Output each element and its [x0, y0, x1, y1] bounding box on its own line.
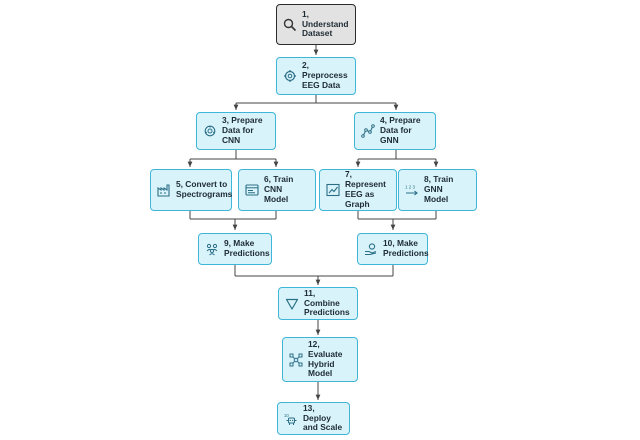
edge-group [187, 45, 439, 400]
node-preprocess-eeg[interactable]: 2, Preprocess EEG Data [276, 57, 356, 95]
gear-icon [283, 69, 297, 83]
node-train-cnn[interactable]: 6, Train CNN Model [238, 169, 316, 211]
edge-2-split [236, 95, 396, 104]
hand-coin-icon [364, 242, 378, 256]
node-prepare-gnn[interactable]: 4, Prepare Data for GNN [354, 112, 436, 150]
network-icon [289, 353, 303, 367]
robot-icon: 10 [284, 412, 298, 426]
node-label: 1, Understand Dataset [302, 8, 349, 39]
node-train-gnn[interactable]: 1 2 3 8, Train GNN Model [398, 169, 477, 211]
node-label: 10, Make Predictions [383, 238, 429, 258]
magnifier-icon [283, 18, 297, 32]
svg-text:10: 10 [284, 413, 289, 418]
node-label: 9, Make Predictions [224, 238, 270, 258]
edge-4-split [358, 150, 436, 160]
node-label: 5, Convert to Spectrograms [176, 179, 233, 199]
node-represent-eeg-graph[interactable]: 7, Represent EEG as Graph [319, 169, 397, 211]
people-network-icon [205, 242, 219, 256]
node-prepare-cnn[interactable]: 3, Prepare Data for CNN [196, 112, 276, 150]
edge-3-split [190, 150, 276, 160]
node-label: 11, Combine Predictions [304, 287, 350, 318]
edge-7-8-join [357, 211, 437, 220]
line-chart-icon [326, 183, 340, 197]
node-make-predictions-gnn[interactable]: 10, Make Predictions [357, 233, 429, 265]
funnel-triangle-icon [285, 297, 299, 311]
edge-9-10-join [234, 265, 394, 277]
node-label: 3, Prepare Data for CNN [222, 115, 263, 145]
node-label: 4, Prepare Data for GNN [380, 115, 421, 145]
node-label: 12, Evaluate Hybrid Model [308, 338, 343, 379]
number-arrow-icon: 1 2 3 [405, 183, 419, 197]
node-label: 2, Preprocess EEG Data [302, 60, 348, 90]
edge-5-6-join [189, 211, 277, 220]
graph-nodes-icon [361, 124, 375, 138]
node-combine-predictions[interactable]: 11, Combine Predictions [278, 287, 358, 320]
node-label: 13, Deploy and Scale [303, 402, 343, 433]
node-make-predictions-cnn[interactable]: 9, Make Predictions [198, 233, 272, 265]
node-understand-dataset[interactable]: 1, Understand Dataset [276, 4, 356, 45]
browser-window-icon [245, 183, 259, 197]
svg-text:1 2 3: 1 2 3 [405, 185, 416, 190]
node-convert-spectrograms[interactable]: 5, Convert to Spectrograms [150, 169, 232, 211]
node-evaluate-hybrid-model[interactable]: 12, Evaluate Hybrid Model [282, 337, 358, 382]
node-label: 7, Represent EEG as Graph [345, 169, 386, 209]
node-label: 6, Train CNN Model [264, 174, 294, 204]
node-deploy-and-scale[interactable]: 10 13, Deploy and Scale [277, 402, 350, 435]
node-label: 8, Train GNN Model [424, 174, 454, 204]
factory-icon [157, 183, 171, 197]
gear-cluster-icon [203, 124, 217, 138]
